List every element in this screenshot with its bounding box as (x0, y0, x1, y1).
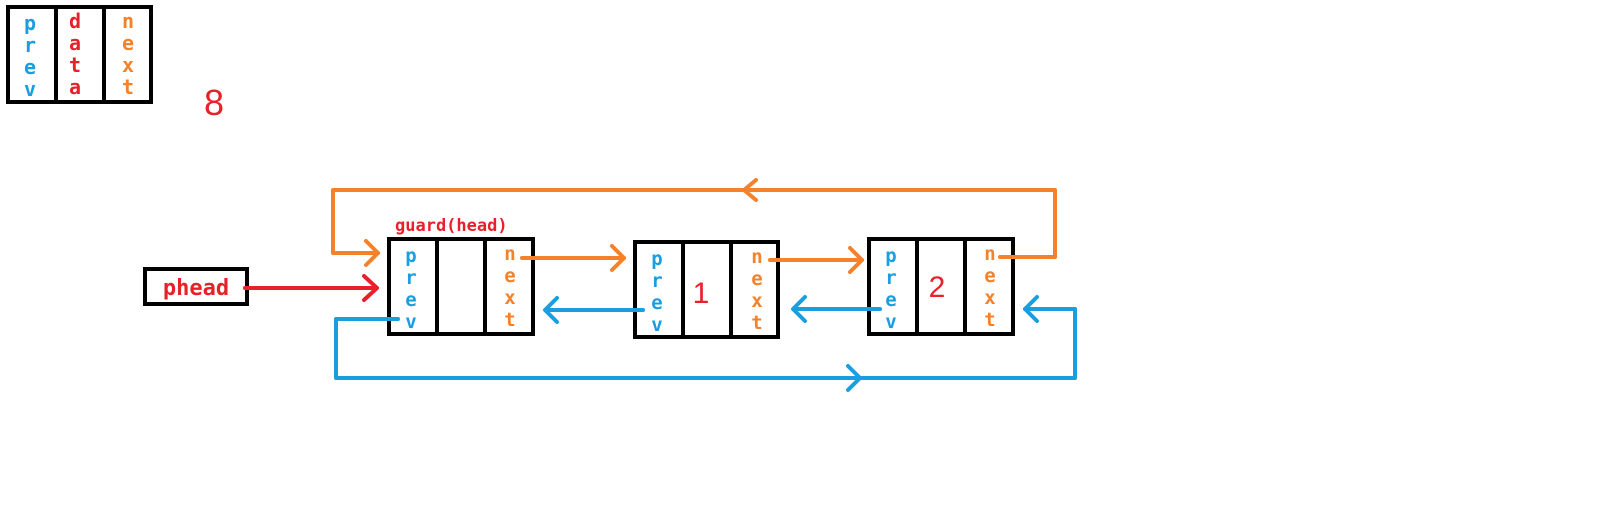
count-label: 8 (204, 82, 224, 123)
next-arrow-guard-to-1 (520, 244, 626, 272)
prev-arrow-2-to-1 (791, 295, 882, 323)
node-1 (633, 240, 780, 339)
guard-label: guard(head) (395, 216, 508, 236)
prev-arrow-1-to-guard (543, 296, 645, 324)
next-arrow-2-to-guard (331, 178, 1057, 267)
prev-arrow-guard-to-2 (334, 295, 1077, 392)
node-guard (387, 237, 535, 336)
node-2 (867, 237, 1015, 336)
phead-box: phead (143, 267, 249, 306)
node-1-data-label: 1 (693, 277, 710, 310)
next-arrow-1-to-2 (768, 246, 864, 274)
node-2-data-label: 2 (929, 271, 946, 304)
phead-label: phead (163, 276, 229, 301)
phead-arrow (243, 274, 379, 302)
